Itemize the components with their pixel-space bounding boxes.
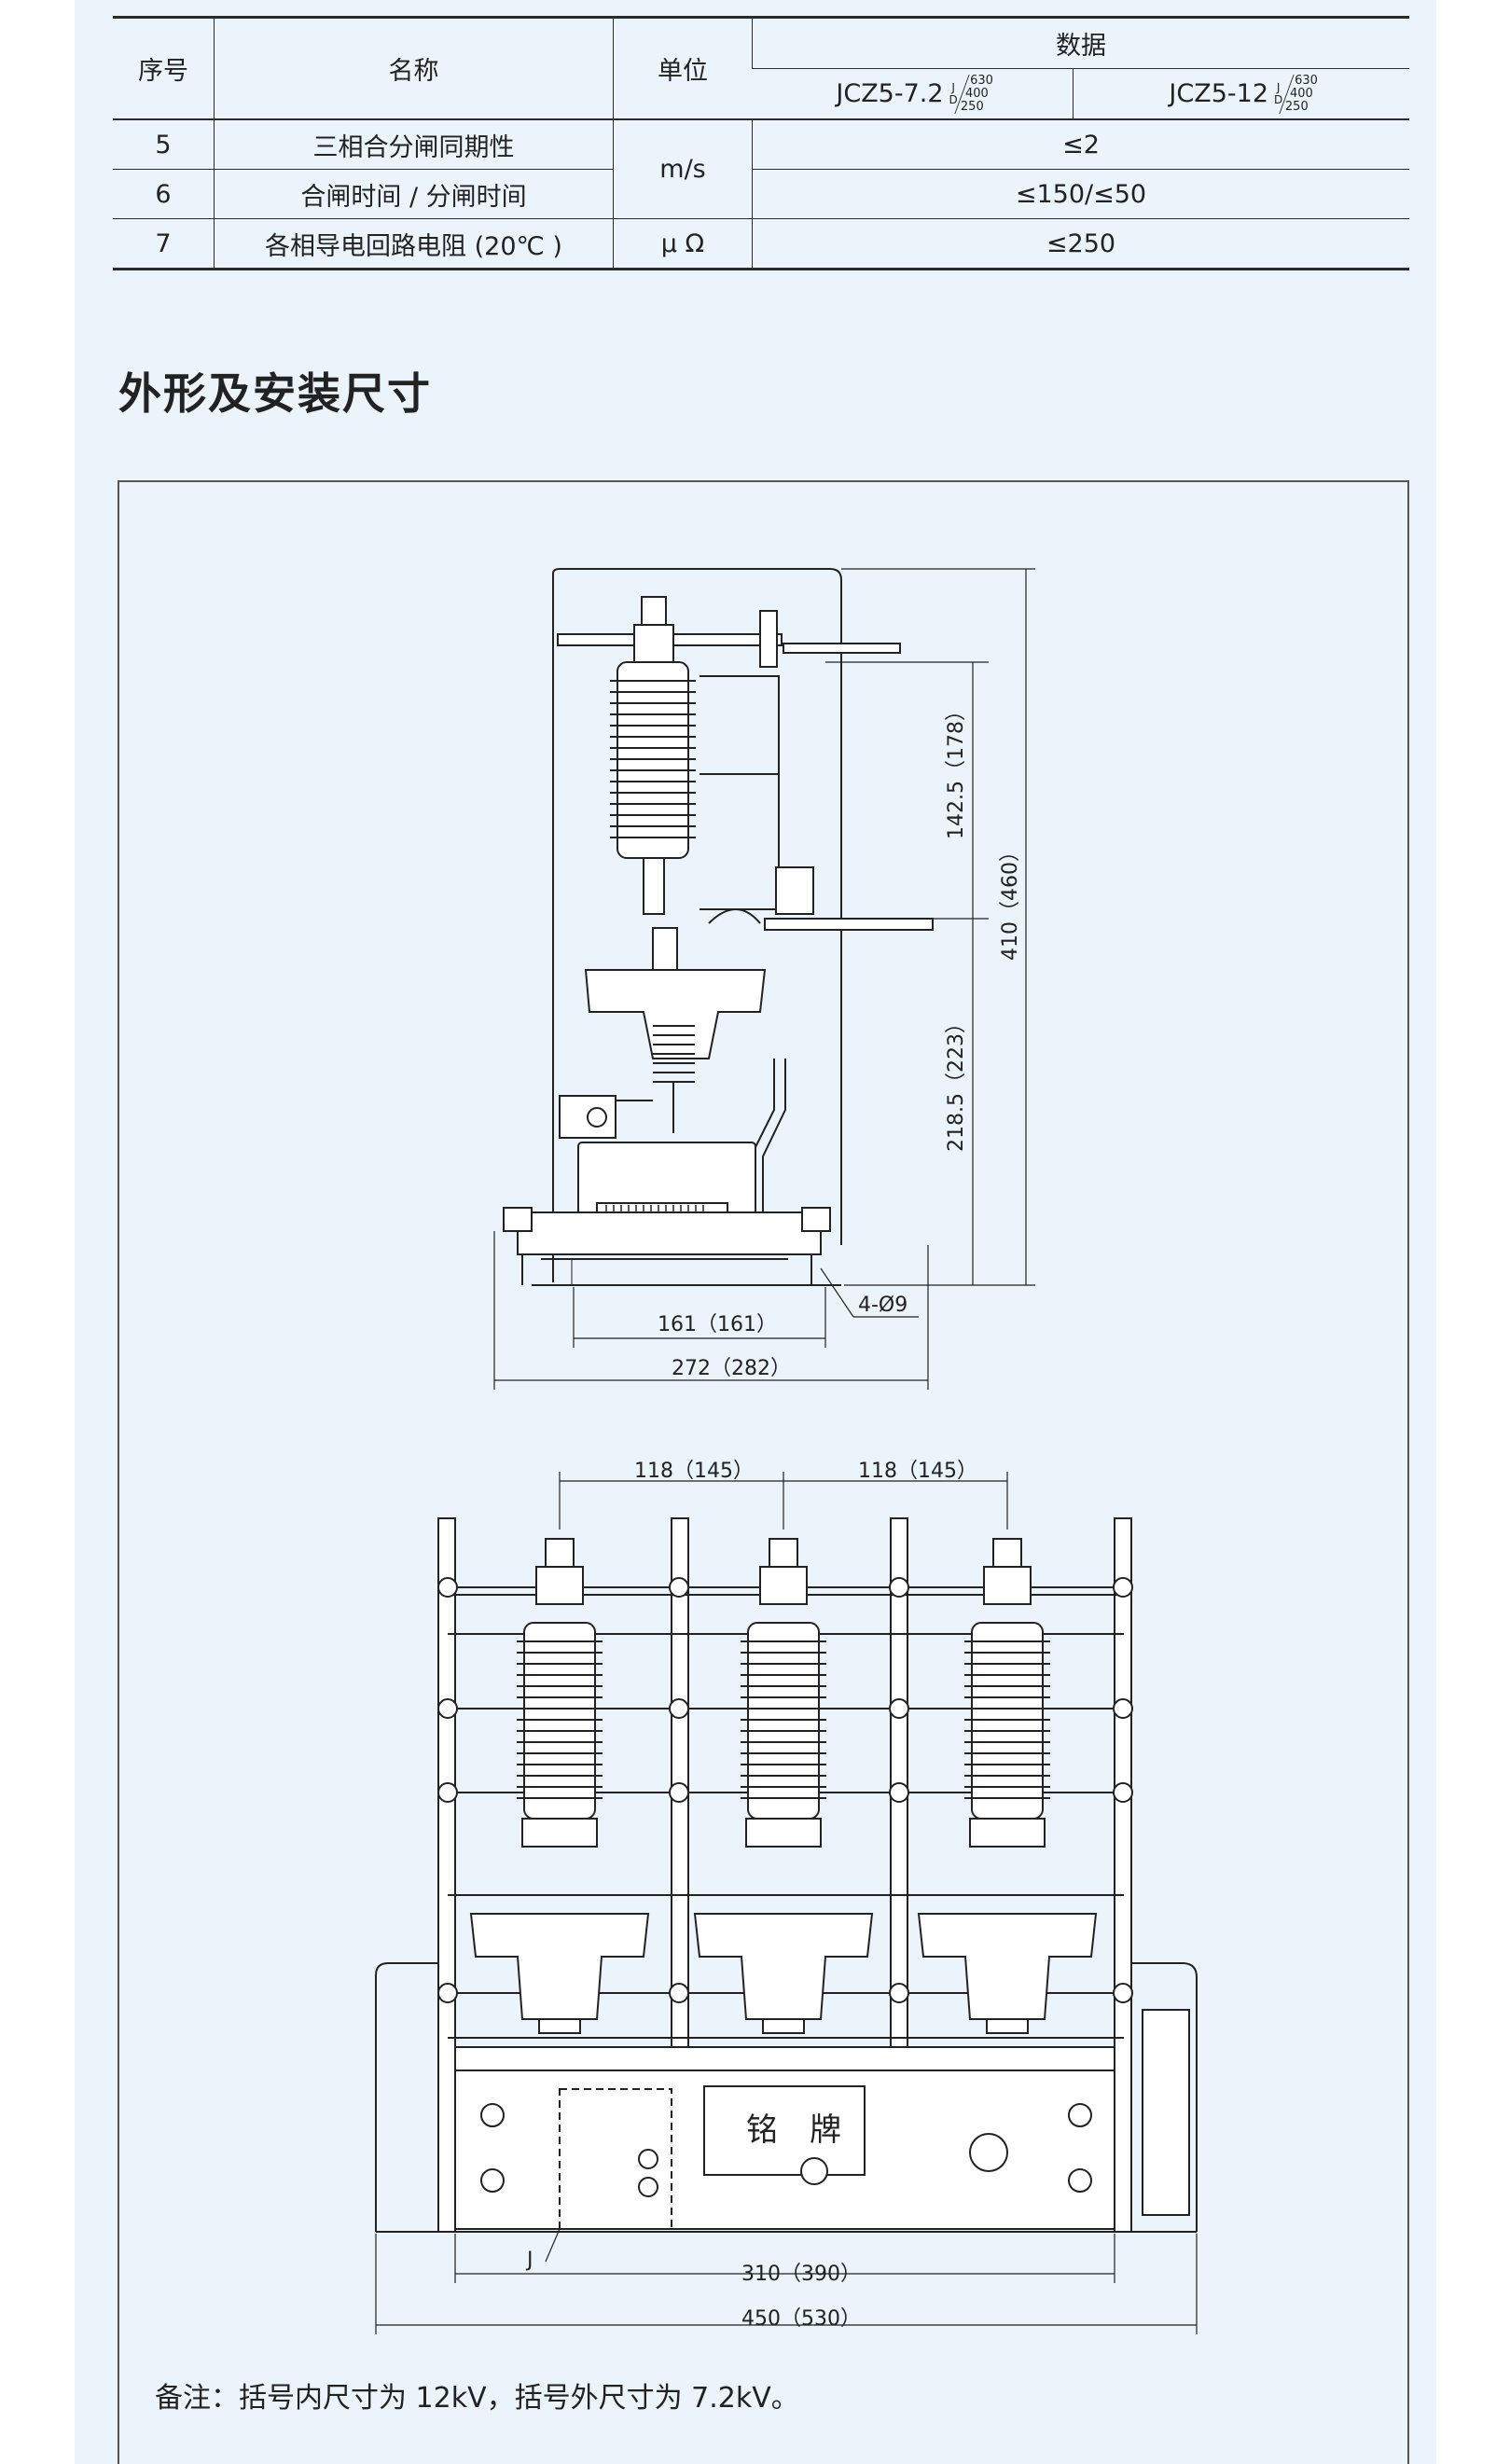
- table-row: 5 三相合分闸同期性 m/s ≤2: [113, 118, 1409, 219]
- row-name: 合闸时间 / 分闸时间: [214, 169, 614, 219]
- model-2-name: JCZ5-12: [1169, 79, 1268, 108]
- table-row: 6 合闸时间 / 分闸时间 ≤150/≤50: [113, 169, 1409, 219]
- dim-118-left: 118（145）: [634, 1460, 754, 1483]
- side-dimensions: [493, 568, 1035, 1390]
- table-row: 7 各相导电回路电阻 (20℃ ) μ Ω ≤250: [113, 218, 1409, 270]
- dim-310: 310（390）: [741, 2263, 861, 2286]
- front-dimensions: [375, 2228, 1198, 2334]
- row-seq: 6: [113, 169, 215, 219]
- footnote: 备注：括号内尺寸为 12kV，括号外尺寸为 7.2kV。: [155, 2382, 799, 2415]
- row-unit: m/s: [613, 118, 753, 219]
- front-view: [375, 1472, 1198, 2233]
- side-housing: [552, 568, 842, 1282]
- hole-label: 4-Ø9: [858, 1294, 907, 1317]
- section-title: 外形及安装尺寸: [118, 368, 432, 419]
- dim-218: 218.5（223）: [945, 1013, 968, 1152]
- row-seq: 5: [113, 118, 215, 170]
- header-seq: 序号: [113, 16, 215, 119]
- dim-272: 272（282）: [672, 1357, 791, 1380]
- dim-142: 142.5（178）: [945, 700, 968, 839]
- row-unit: μ Ω: [613, 218, 753, 270]
- drawing-frame: [118, 480, 1409, 2464]
- row-seq: 7: [113, 218, 215, 270]
- label-j: J: [525, 2249, 533, 2272]
- dim-410: 410（460）: [999, 841, 1022, 961]
- dim-161: 161（161）: [658, 1313, 777, 1336]
- row-name: 各相导电回路电阻 (20℃ ): [214, 218, 614, 270]
- row-name: 三相合分闸同期性: [214, 118, 614, 170]
- row-value: ≤250: [752, 218, 1409, 270]
- dim-118-right: 118（145）: [858, 1460, 977, 1483]
- model-1-name: JCZ5-7.2: [836, 79, 944, 108]
- row-value: ≤2: [752, 118, 1409, 170]
- dim-450: 450（530）: [741, 2307, 861, 2331]
- row-value: ≤150/≤50: [752, 169, 1409, 219]
- header-name: 名称: [214, 16, 614, 119]
- header-data: 数据: [752, 16, 1409, 69]
- nameplate-label: 铭 牌: [746, 2111, 841, 2149]
- header-unit: 单位: [613, 16, 753, 119]
- side-view: [503, 568, 934, 1286]
